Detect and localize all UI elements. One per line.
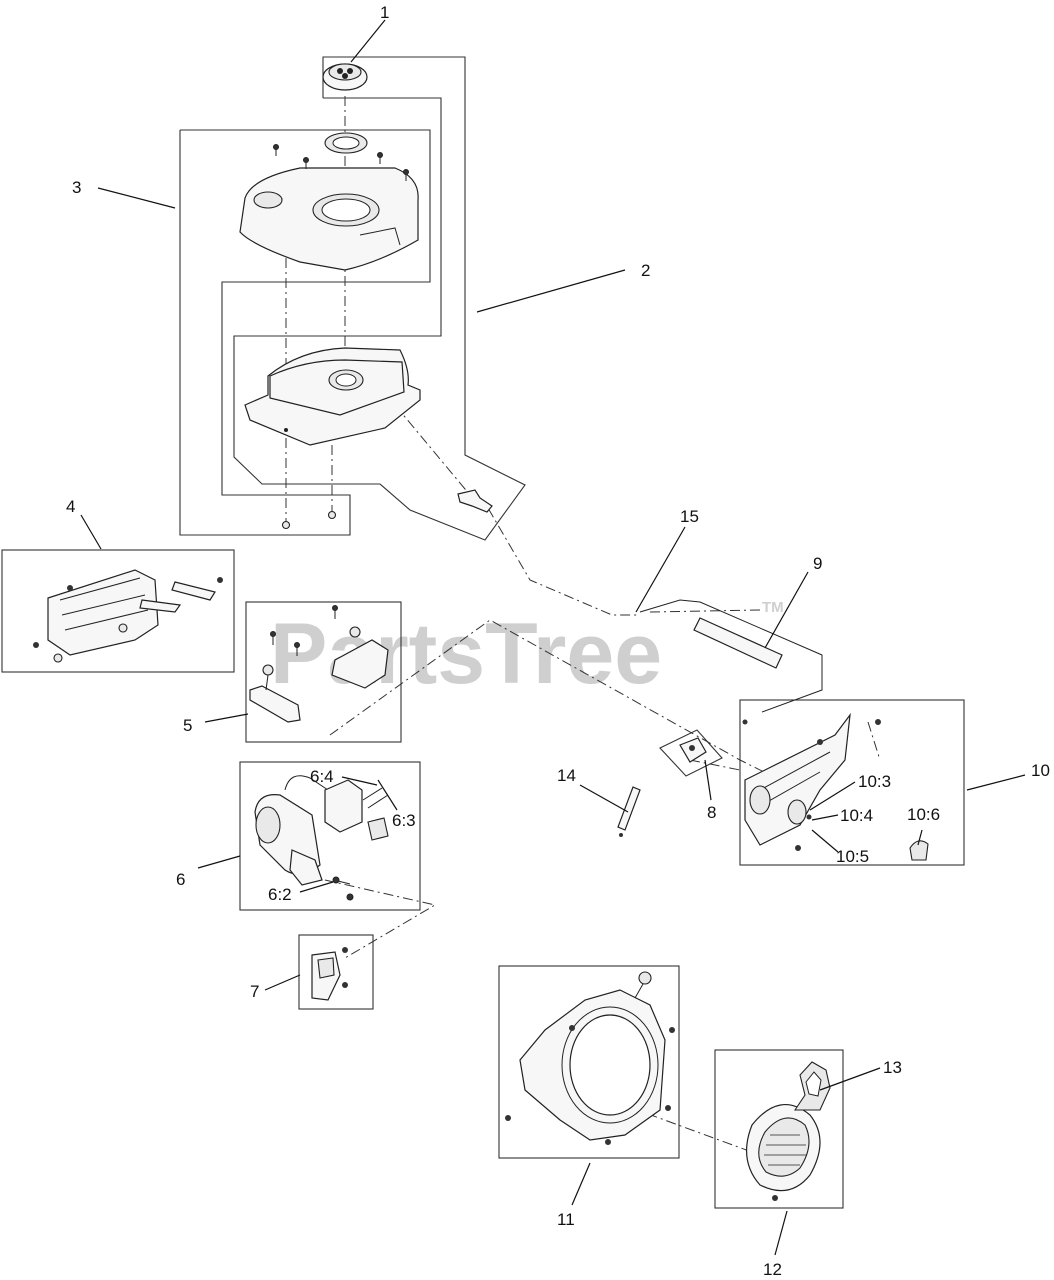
frame-fuel-cap-group [233,56,526,541]
callout-6: 6 [176,870,185,889]
rod-item-14-part [617,786,641,837]
callout-12: 12 [763,1260,782,1279]
callout-15: 15 [680,507,699,526]
fuel-tank-part [244,347,493,530]
callout-11: 11 [557,1210,575,1229]
watermark-tm: TM [762,599,784,616]
callout-4: 4 [66,497,75,516]
frame-fuel-tank-group [179,129,431,536]
fuel-cap-part [322,63,368,91]
frame-item-12 [714,1049,844,1209]
callout-14: 14 [557,766,576,785]
starter-motor-part [254,775,389,901]
callout-6-3: 6:3 [392,811,416,830]
callout-2: 2 [641,261,650,280]
callout-labels: 1 3 2 4 5 6 6:2 6:3 6:4 7 8 9 10 10:3 10… [66,3,1050,1279]
blower-housing-item-11-part [505,971,675,1145]
callout-3: 3 [72,178,81,197]
frame-item-5 [245,601,402,743]
callout-6-2: 6:2 [268,885,292,904]
callout-10: 10 [1031,761,1050,780]
callout-1: 1 [380,3,389,22]
callout-8: 8 [707,803,716,822]
callout-6-4: 6:4 [310,767,334,786]
frame-item-6 [239,761,421,911]
frame-item-11 [498,965,680,1159]
bracket-item-7-part [311,947,348,1001]
callout-13: 13 [883,1058,902,1077]
recoil-starter-item-12-part [746,1104,821,1201]
callout-10-5: 10:5 [836,847,869,866]
part-item-8 [679,737,707,763]
bracket-item-4-part [33,569,223,663]
callout-7: 7 [250,982,259,1001]
callout-5: 5 [183,716,192,735]
callout-leader-lines [80,19,1026,1256]
bracket-item-5-part [249,605,389,723]
frame-item-8 [659,729,723,777]
callout-10-3: 10:3 [858,772,891,791]
callout-10-4: 10:4 [840,806,873,825]
tank-shroud-part [239,132,419,271]
watermark-text: PartsTree [270,606,662,702]
callout-9: 9 [813,554,822,573]
frame-item-10 [739,699,965,866]
side-plate-item-10-part [744,712,929,861]
partstree-watermark: PartsTree TM [270,599,784,702]
frame-item-4 [1,549,235,673]
handle-rod-item-9-part [639,599,823,725]
starter-handle-item-13-part [793,1061,831,1111]
frame-item-7 [298,934,374,1010]
callout-10-6: 10:6 [907,805,940,824]
